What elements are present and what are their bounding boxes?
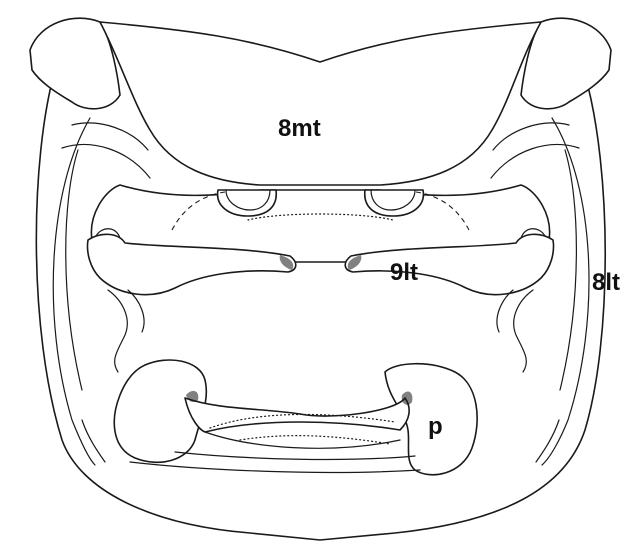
bottom-contour-2 bbox=[175, 452, 415, 459]
label-8lt: 8lt bbox=[592, 269, 620, 296]
basin-inner-curve bbox=[205, 432, 400, 448]
right-shoulder-curve-2 bbox=[491, 145, 579, 178]
label-8mt: 8mt bbox=[278, 115, 321, 142]
left-lower-wave bbox=[108, 290, 127, 372]
right-inner-contour-2 bbox=[560, 150, 576, 390]
left-inner-contour-2 bbox=[66, 150, 82, 390]
mesotergite-8-plate bbox=[100, 22, 541, 185]
right-inner-contour bbox=[542, 118, 589, 465]
right-lower-wave bbox=[514, 290, 533, 372]
left-bottom-flick bbox=[82, 420, 105, 462]
basin-dotted-line-2 bbox=[240, 436, 390, 444]
right-lower-wave-2 bbox=[497, 290, 513, 332]
left-lower-wave-2 bbox=[128, 290, 144, 332]
label-9lt: 9lt bbox=[390, 259, 418, 286]
left-inner-contour bbox=[53, 118, 95, 465]
label-p: p bbox=[428, 413, 443, 440]
right-bottom-flick bbox=[536, 420, 559, 462]
bottom-contour-1 bbox=[130, 462, 420, 472]
left-shoulder-curve bbox=[72, 123, 148, 150]
